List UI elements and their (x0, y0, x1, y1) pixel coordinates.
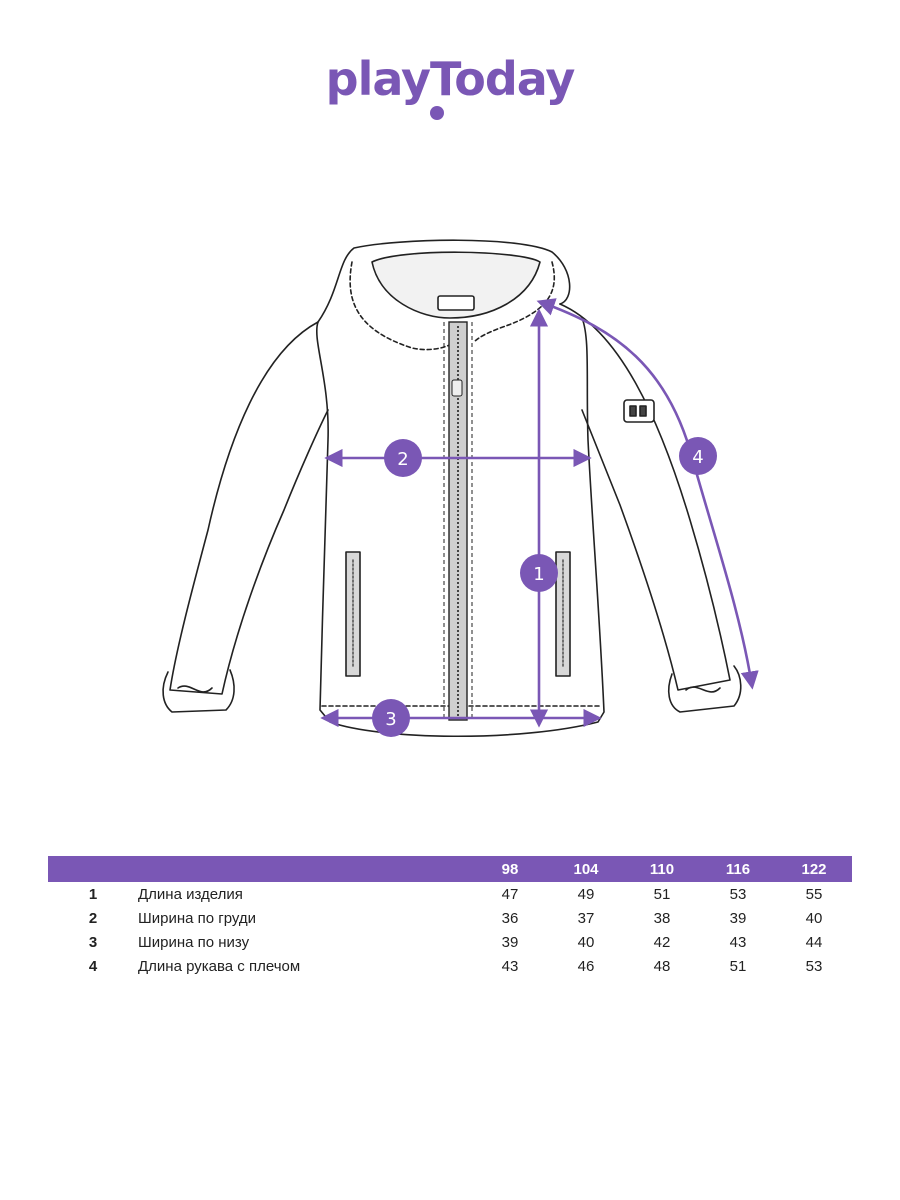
marker-1: 1 (520, 554, 558, 592)
row-value: 51 (729, 957, 747, 975)
row-value: 44 (805, 933, 823, 951)
row-name: Длина рукава с плечом (138, 957, 301, 975)
row-value: 43 (501, 957, 519, 975)
row-value: 42 (653, 933, 671, 951)
logo-text: playToday (325, 52, 576, 106)
row-value: 53 (805, 957, 823, 975)
row-value: 39 (501, 933, 519, 951)
brand-logo: playToday (0, 52, 900, 106)
marker-3: 3 (372, 699, 410, 737)
marker-4: 4 (679, 437, 717, 475)
size-header: 116 (700, 856, 776, 882)
row-number: 1 (88, 885, 98, 903)
row-number: 2 (88, 909, 98, 927)
row-value: 46 (577, 957, 595, 975)
hood-label-tab (437, 295, 475, 311)
marker-2: 2 (384, 439, 422, 477)
row-number: 4 (88, 957, 98, 975)
row-value: 40 (805, 909, 823, 927)
hood-inner (371, 251, 541, 319)
size-table: 98 104 110 116 122 1 Длина изделия 47 49… (48, 856, 852, 978)
row-name: Длина изделия (138, 885, 243, 903)
logo-dot (430, 106, 444, 120)
size-header: 104 (548, 856, 624, 882)
row-value: 43 (729, 933, 747, 951)
left-cuff (162, 669, 235, 713)
row-value: 53 (729, 885, 747, 903)
svg-text:3: 3 (385, 709, 396, 730)
row-name: Ширина по груди (138, 909, 257, 927)
hood (317, 239, 571, 323)
table-row: 2 Ширина по груди 36 37 38 39 40 (48, 906, 852, 930)
size-header: 122 (776, 856, 852, 882)
jacket-sketch: 1 2 3 4 (162, 239, 759, 738)
row-value: 55 (805, 885, 823, 903)
measure-line-4 (536, 298, 759, 690)
row-value: 36 (501, 909, 519, 927)
header-blank (48, 856, 138, 882)
table-row: 1 Длина изделия 47 49 51 53 55 (48, 882, 852, 906)
size-header-row: 98 104 110 116 122 (48, 856, 852, 882)
svg-text:1: 1 (533, 564, 544, 585)
table-row: 3 Ширина по низу 39 40 42 43 44 (48, 930, 852, 954)
row-value: 51 (653, 885, 671, 903)
row-value: 48 (653, 957, 671, 975)
row-value: 40 (577, 933, 595, 951)
svg-text:4: 4 (692, 447, 703, 468)
row-value: 49 (577, 885, 595, 903)
size-header: 98 (472, 856, 548, 882)
left-sleeve (169, 321, 329, 695)
row-value: 39 (729, 909, 747, 927)
row-value: 47 (501, 885, 519, 903)
table-row: 4 Длина рукава с плечом 43 46 48 51 53 (48, 954, 852, 978)
row-value: 37 (577, 909, 595, 927)
header-blank (138, 856, 472, 882)
row-name: Ширина по низу (138, 933, 250, 951)
sleeve-badge (623, 399, 655, 423)
row-number: 3 (88, 933, 98, 951)
row-value: 38 (653, 909, 671, 927)
size-header: 110 (624, 856, 700, 882)
svg-text:2: 2 (397, 449, 408, 470)
